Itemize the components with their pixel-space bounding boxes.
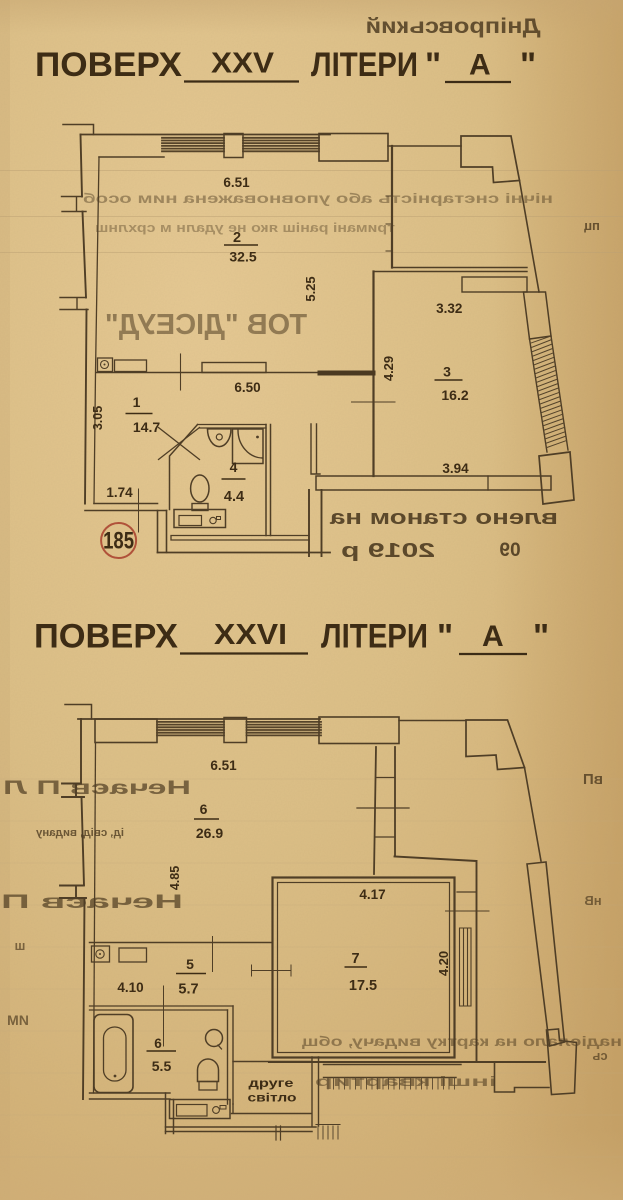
svg-text:185: 185 bbox=[103, 528, 134, 555]
svg-text:5: 5 bbox=[186, 956, 194, 972]
svg-text:надіслало на картку видачу, об: надіслало на картку видачу, общ bbox=[302, 1033, 622, 1049]
svg-text:ід, свід, видану: ід, свід, видану bbox=[35, 827, 124, 839]
svg-text:2019 р: 2019 р bbox=[341, 540, 435, 562]
svg-text:6.51: 6.51 bbox=[223, 175, 250, 190]
svg-text:4.4: 4.4 bbox=[224, 489, 244, 505]
svg-text:Нечаєв П: Нечаєв П bbox=[1, 892, 183, 913]
svg-text:": " bbox=[533, 618, 549, 656]
svg-text:7: 7 bbox=[351, 951, 359, 967]
svg-text:ш: ш bbox=[15, 938, 26, 953]
svg-text:14.7: 14.7 bbox=[133, 419, 160, 435]
svg-text:2: 2 bbox=[233, 230, 241, 246]
svg-text:3: 3 bbox=[443, 364, 451, 380]
svg-text:світло: світло bbox=[248, 1091, 297, 1105]
svg-text:тримані раніш яко не удалн м с: тримані раніш яко не удалн м срхлнш bbox=[95, 220, 395, 235]
svg-text:3.32: 3.32 bbox=[436, 301, 462, 316]
svg-text:ЛІТЕРИ: ЛІТЕРИ bbox=[311, 46, 418, 84]
svg-text:влено станом на: влено станом на bbox=[329, 507, 558, 529]
svg-text:4.85: 4.85 bbox=[168, 866, 182, 890]
svg-text:4.17: 4.17 bbox=[359, 887, 385, 902]
svg-text:XXVI: XXVI bbox=[214, 619, 287, 651]
svg-text:3.94: 3.94 bbox=[442, 461, 469, 476]
svg-text:вП: вП bbox=[583, 771, 603, 788]
svg-text:сь: сь bbox=[592, 1048, 607, 1063]
svg-text:": " bbox=[425, 46, 441, 84]
svg-text:": " bbox=[520, 46, 536, 84]
svg-text:Дніпровський: Дніпровський bbox=[366, 15, 541, 38]
svg-text:3.05: 3.05 bbox=[91, 406, 105, 430]
svg-text:": " bbox=[437, 618, 453, 656]
svg-text:друге: друге bbox=[249, 1076, 294, 1090]
svg-text:4: 4 bbox=[230, 459, 238, 475]
svg-text:ТОВ "ДІСЕУД": ТОВ "ДІСЕУД" bbox=[105, 309, 307, 341]
svg-text:пц: пц bbox=[584, 218, 600, 233]
svg-text:17.5: 17.5 bbox=[349, 978, 377, 994]
svg-text:6.51: 6.51 bbox=[210, 758, 237, 773]
svg-text:4.20: 4.20 bbox=[436, 951, 451, 976]
svg-text:6: 6 bbox=[154, 1036, 162, 1051]
svg-text:1.74: 1.74 bbox=[106, 485, 133, 500]
svg-text:6: 6 bbox=[200, 801, 208, 817]
svg-text:А: А bbox=[482, 620, 504, 653]
svg-text:нічні снєтарність або уповнова: нічні снєтарність або уповноважена ним о… bbox=[83, 191, 553, 206]
svg-text:26.9: 26.9 bbox=[196, 825, 223, 841]
svg-text:16.2: 16.2 bbox=[441, 387, 468, 403]
svg-text:1: 1 bbox=[133, 394, 141, 410]
svg-text:4.10: 4.10 bbox=[117, 980, 143, 995]
svg-text:4.29: 4.29 bbox=[381, 356, 396, 381]
svg-text:А: А bbox=[469, 49, 491, 82]
svg-text:5.5: 5.5 bbox=[152, 1058, 172, 1074]
svg-text:5.25: 5.25 bbox=[303, 276, 318, 301]
svg-text:ПОВЕРХ: ПОВЕРХ bbox=[35, 46, 182, 84]
svg-text:09: 09 bbox=[499, 540, 520, 561]
svg-text:ИМ: ИМ bbox=[7, 1012, 29, 1028]
svg-text:нВ: нВ bbox=[584, 893, 601, 908]
svg-text:32.5: 32.5 bbox=[229, 249, 256, 265]
svg-text:6.50: 6.50 bbox=[234, 380, 260, 395]
svg-text:5.7: 5.7 bbox=[178, 982, 198, 998]
svg-text:Нечаєв П Л: Нечаєв П Л bbox=[3, 778, 191, 799]
svg-text:ЛІТЕРИ: ЛІТЕРИ bbox=[321, 618, 428, 656]
svg-text:ПОВЕРХ: ПОВЕРХ bbox=[34, 618, 178, 656]
svg-text:XXV: XXV bbox=[211, 48, 275, 80]
svg-text:інші квартир: інші квартир bbox=[315, 1073, 497, 1089]
